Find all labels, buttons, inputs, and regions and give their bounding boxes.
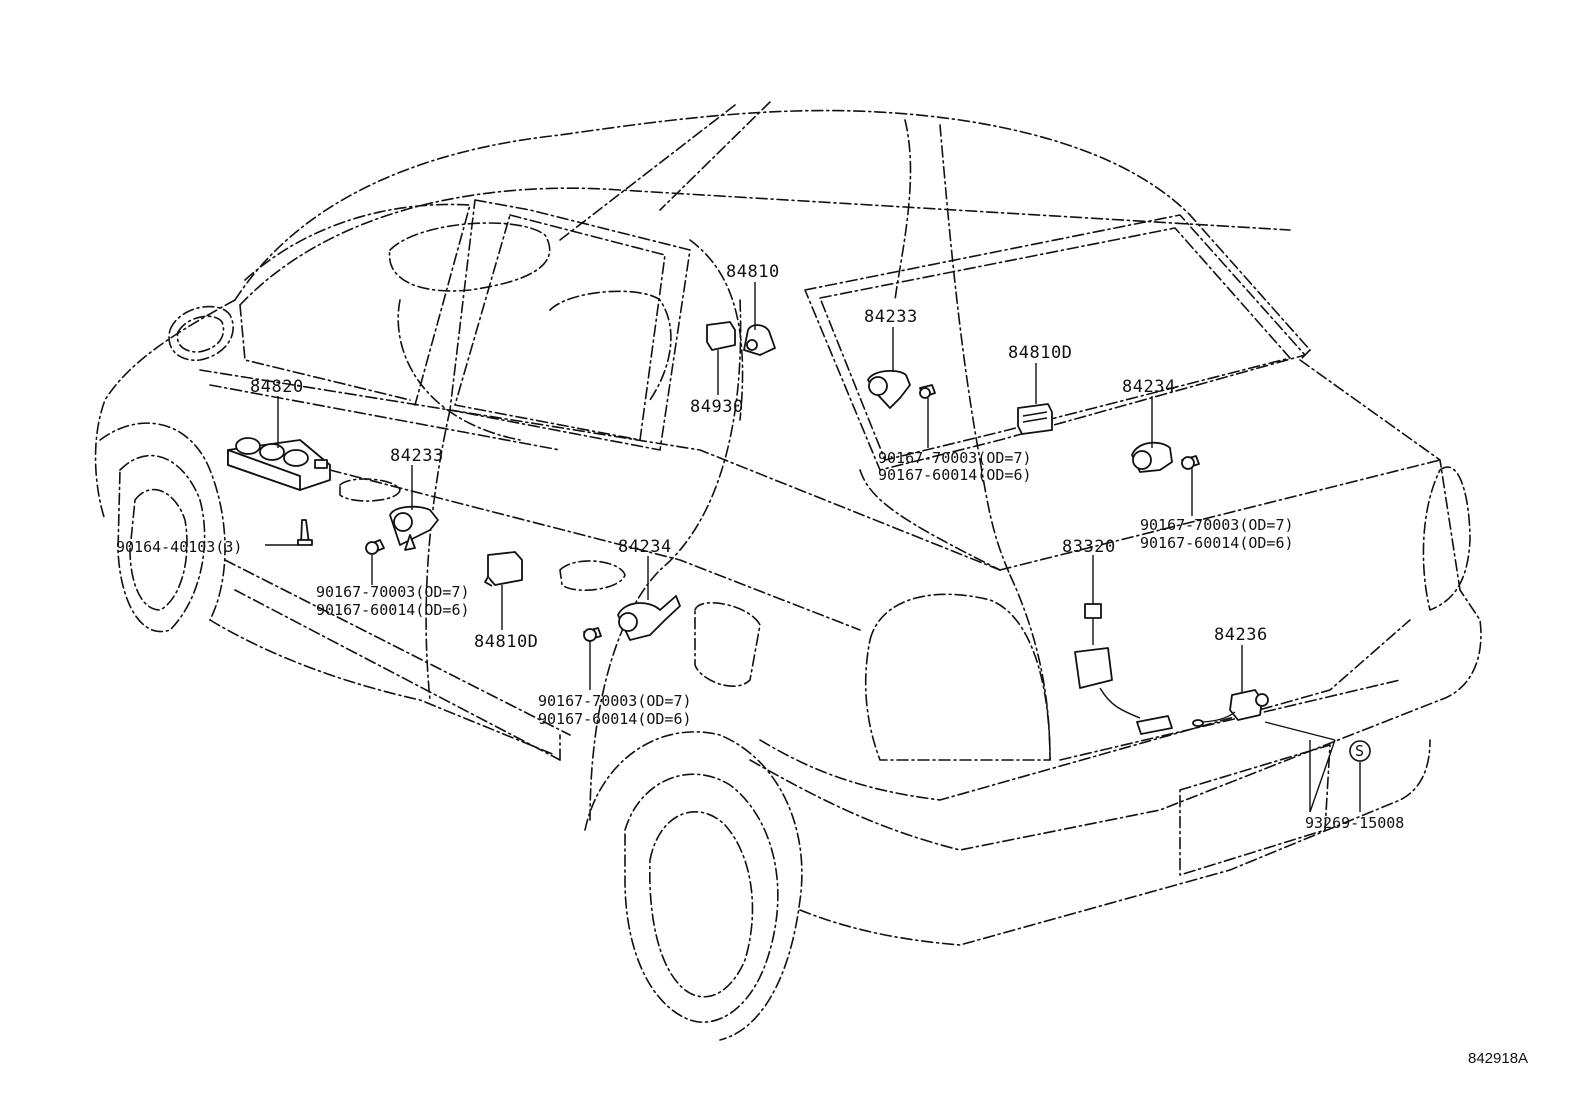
label-84233-front: 84233 xyxy=(390,446,444,466)
switch-84810D-rear xyxy=(1017,403,1053,435)
label-84930: 84930 xyxy=(690,397,744,417)
switch-84236 xyxy=(1192,689,1269,727)
car-body-outline xyxy=(94,101,1482,1041)
label-90164-40103: 90164-40103(3) xyxy=(116,538,242,556)
label-84820: 84820 xyxy=(250,377,304,397)
door-switch-84234-rear-door xyxy=(617,595,681,641)
door-switch-84233-front xyxy=(389,505,439,551)
part-labels: 84820 84233 90164-40103(3) 90167-70003(O… xyxy=(116,262,1404,832)
label-84810: 84810 xyxy=(726,262,780,282)
screw-d xyxy=(1181,455,1200,470)
label-84810D-front: 84810D xyxy=(474,632,538,652)
door-switch-84234-right xyxy=(1131,441,1173,473)
door-switch-84233-rear xyxy=(867,369,911,409)
label-90167-70003-c: 90167-70003(OD=7) xyxy=(878,449,1032,467)
label-90167-60014-b: 90167-60014(OD=6) xyxy=(538,710,692,728)
s-symbol-letter: S xyxy=(1355,742,1364,760)
label-90167-60014-d: 90167-60014(OD=6) xyxy=(1140,534,1294,552)
label-84234-rear-door: 84234 xyxy=(618,537,672,557)
leader-lines xyxy=(265,282,1361,813)
label-90167-70003-a: 90167-70003(OD=7) xyxy=(316,583,470,601)
figure-id: 842918A xyxy=(1468,1050,1528,1067)
label-90167-60014-a: 90167-60014(OD=6) xyxy=(316,601,470,619)
power-window-master-switch-84820 xyxy=(227,437,331,491)
label-84236: 84236 xyxy=(1214,625,1268,645)
label-83320: 83320 xyxy=(1062,537,1116,557)
label-84810D-rear: 84810D xyxy=(1008,343,1072,363)
supplier-symbol: S xyxy=(1349,740,1371,762)
relay-84930 xyxy=(706,321,736,351)
screw-c xyxy=(919,384,936,399)
label-90167-60014-c: 90167-60014(OD=6) xyxy=(878,466,1032,484)
screw-a xyxy=(365,539,385,555)
label-84234-right: 84234 xyxy=(1122,377,1176,397)
switch-84810D-front xyxy=(484,551,523,587)
label-90167-70003-d: 90167-70003(OD=7) xyxy=(1140,516,1294,534)
screw-b xyxy=(583,627,602,642)
label-84233-rear: 84233 xyxy=(864,307,918,327)
screw-90164 xyxy=(297,519,313,546)
switch-84810 xyxy=(743,324,776,356)
label-90167-70003-b: 90167-70003(OD=7) xyxy=(538,692,692,710)
label-93269-15008: 93269-15008 xyxy=(1305,814,1404,832)
buzzer-83320 xyxy=(1074,603,1173,735)
